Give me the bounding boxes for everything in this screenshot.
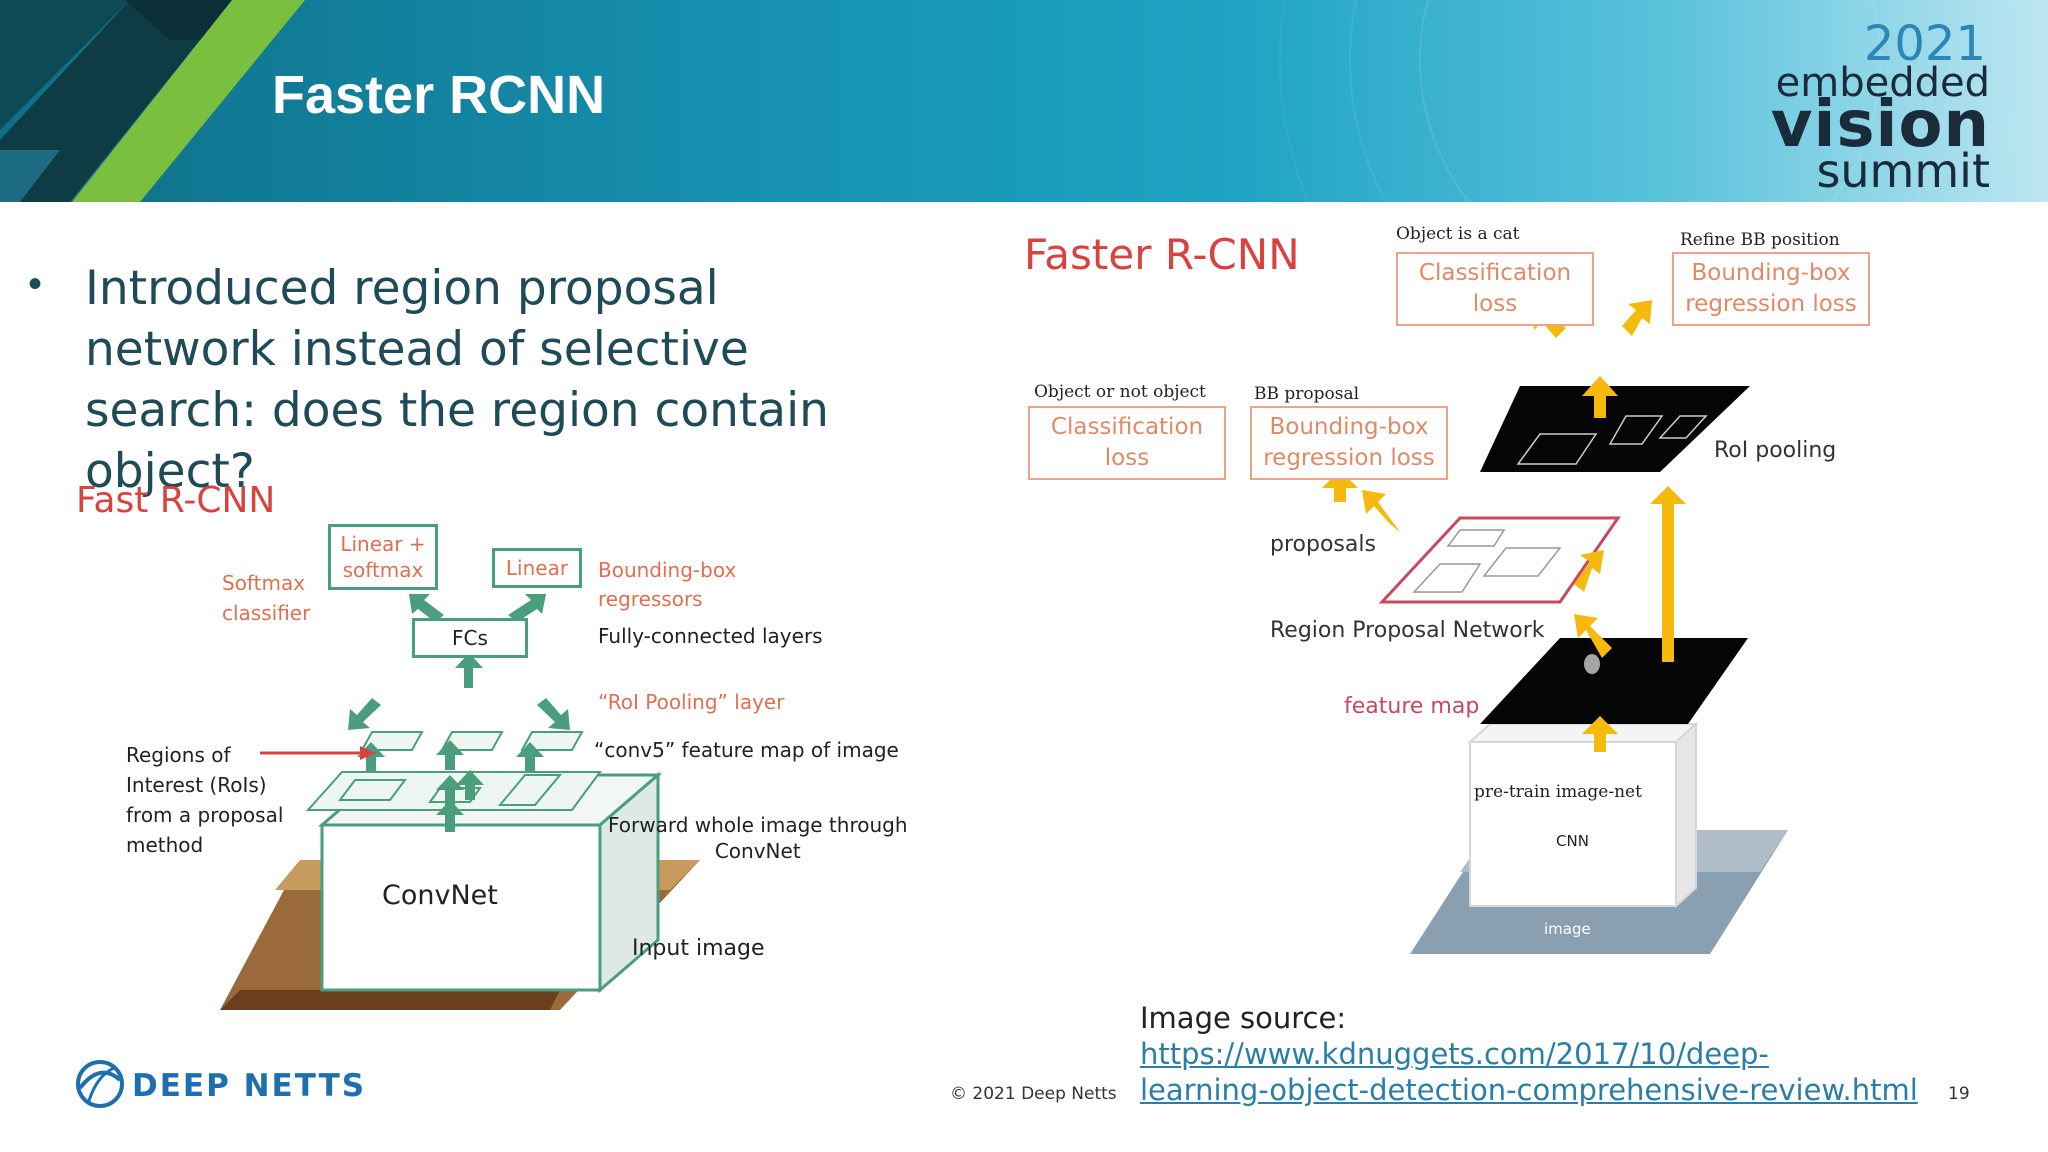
conv5-label: “conv5” feature map of image <box>594 738 899 762</box>
slide-header: Faster RCNN 2021 embedded vision summit <box>0 0 2048 202</box>
softmax-classifier-label: Softmax classifier <box>222 568 310 628</box>
logo-vision: vision <box>1770 88 1990 162</box>
deep-netts-logo-icon <box>76 1060 124 1108</box>
bullet-icon: • <box>28 262 43 306</box>
logo-summit: summit <box>1816 144 1990 198</box>
input-image-label: Input image <box>632 936 765 961</box>
bbox-regressors-line2: regressors <box>598 587 703 611</box>
cls-loss-top-line1: Classification <box>1418 259 1572 286</box>
image-source-link-line1: https://www.kdnuggets.com/2017/10/deep- <box>1140 1037 1769 1071</box>
proposals-label: proposals <box>1270 532 1376 557</box>
rois-line1: Regions of <box>126 743 231 767</box>
bb-proposal-label: BB proposal <box>1254 384 1360 404</box>
classification-loss-top-box: Classification loss <box>1396 252 1594 326</box>
rois-line2: Interest (RoIs) <box>126 773 267 797</box>
roi-pooling-label: “RoI Pooling” layer <box>598 690 785 714</box>
rpn-label: Region Proposal Network <box>1270 618 1545 643</box>
feature-map-plane <box>1480 638 1748 724</box>
image-source-link[interactable]: https://www.kdnuggets.com/2017/10/deep-l… <box>1140 1037 1918 1107</box>
bullet-text: Introduced region proposal network inste… <box>85 261 829 499</box>
softmax-label-line1: Softmax <box>222 571 306 595</box>
fcs-box: FCs <box>412 618 528 658</box>
fc-layers-label: Fully-connected layers <box>598 624 823 648</box>
image-source-link-line2: learning-object-detection-comprehensive-… <box>1140 1073 1918 1107</box>
forward-line1: Forward whole image through <box>608 813 908 837</box>
forward-line2: ConvNet <box>714 839 801 863</box>
roi-pooling-plane <box>1480 386 1750 472</box>
image-source: Image source: https://www.kdnuggets.com/… <box>1140 1000 1940 1108</box>
fast-rcnn-graphics <box>220 594 700 1010</box>
bbox-regression-loss-top-box: Bounding-box regression loss <box>1672 252 1870 326</box>
roi-pool-3 <box>520 731 584 751</box>
convnet-label: ConvNet <box>382 880 498 911</box>
bbox-loss-mid-line1: Bounding-box <box>1269 413 1429 440</box>
rois-line3: from a proposal <box>126 803 284 827</box>
rois-line4: method <box>126 833 204 857</box>
object-or-not-label: Object or not object <box>1034 382 1206 402</box>
softmax-label-line2: classifier <box>222 601 311 625</box>
embedded-vision-summit-logo: 2021 embedded vision summit <box>1770 12 1990 198</box>
bbox-regressors-line1: Bounding-box <box>598 558 737 582</box>
forward-label: Forward whole image through ConvNet <box>608 812 908 864</box>
bbox-loss-mid-line2: regression loss <box>1263 445 1435 471</box>
deep-netts-logo-text: DEEP NETTS <box>132 1068 367 1104</box>
feature-map-label: feature map <box>1344 694 1480 719</box>
cnn-label: CNN <box>1556 832 1589 850</box>
linear-softmax-line2: softmax <box>342 558 424 582</box>
image-source-label: Image source: <box>1140 1001 1347 1035</box>
bbox-regressors-label: Bounding-box regressors <box>598 556 736 614</box>
linear-softmax-line1: Linear + <box>340 532 426 556</box>
cls-loss-mid-line2: loss <box>1104 445 1150 471</box>
classification-loss-mid-box: Classification loss <box>1028 406 1226 480</box>
faster-rcnn-title: Faster R-CNN <box>1024 230 1300 279</box>
refine-bb-label: Refine BB position <box>1680 230 1840 250</box>
copyright: © 2021 Deep Netts <box>950 1084 1117 1104</box>
roi-pool-1 <box>360 731 424 751</box>
linear-box: Linear <box>492 548 582 588</box>
cls-loss-top-line2: loss <box>1472 291 1518 317</box>
rois-label: Regions of Interest (RoIs) from a propos… <box>126 740 283 860</box>
cls-loss-mid-line1: Classification <box>1050 413 1204 440</box>
faster-rcnn-graphics <box>1322 300 1788 954</box>
cnn-box-front <box>1469 741 1677 907</box>
linear-softmax-box: Linear +softmax <box>328 524 438 590</box>
logo-embedded: embedded <box>1775 60 1990 106</box>
proposals-plane <box>1378 516 1621 604</box>
object-is-cat-label: Object is a cat <box>1396 224 1520 244</box>
pretrain-label: pre-train image-net <box>1474 782 1642 802</box>
header-decoration <box>0 0 2021 202</box>
bbox-loss-top-line1: Bounding-box <box>1691 259 1851 286</box>
roi-pool-2 <box>440 731 504 751</box>
bbox-loss-top-line2: regression loss <box>1685 291 1857 317</box>
roi-pooling-label: RoI pooling <box>1714 438 1837 463</box>
slide-title: Faster RCNN <box>272 65 606 125</box>
page-number: 19 <box>1948 1084 1970 1104</box>
bbox-regression-loss-mid-box: Bounding-box regression loss <box>1250 406 1448 480</box>
logo-year: 2021 <box>1863 16 1986 72</box>
fast-rcnn-diagram: Fast R-CNN Linear +softmax Linear Softma… <box>60 470 940 1030</box>
fast-rcnn-title: Fast R-CNN <box>76 480 276 521</box>
image-label: image <box>1544 920 1591 938</box>
faster-rcnn-diagram: Faster R-CNN Object is a cat Refine BB p… <box>1020 212 2020 972</box>
